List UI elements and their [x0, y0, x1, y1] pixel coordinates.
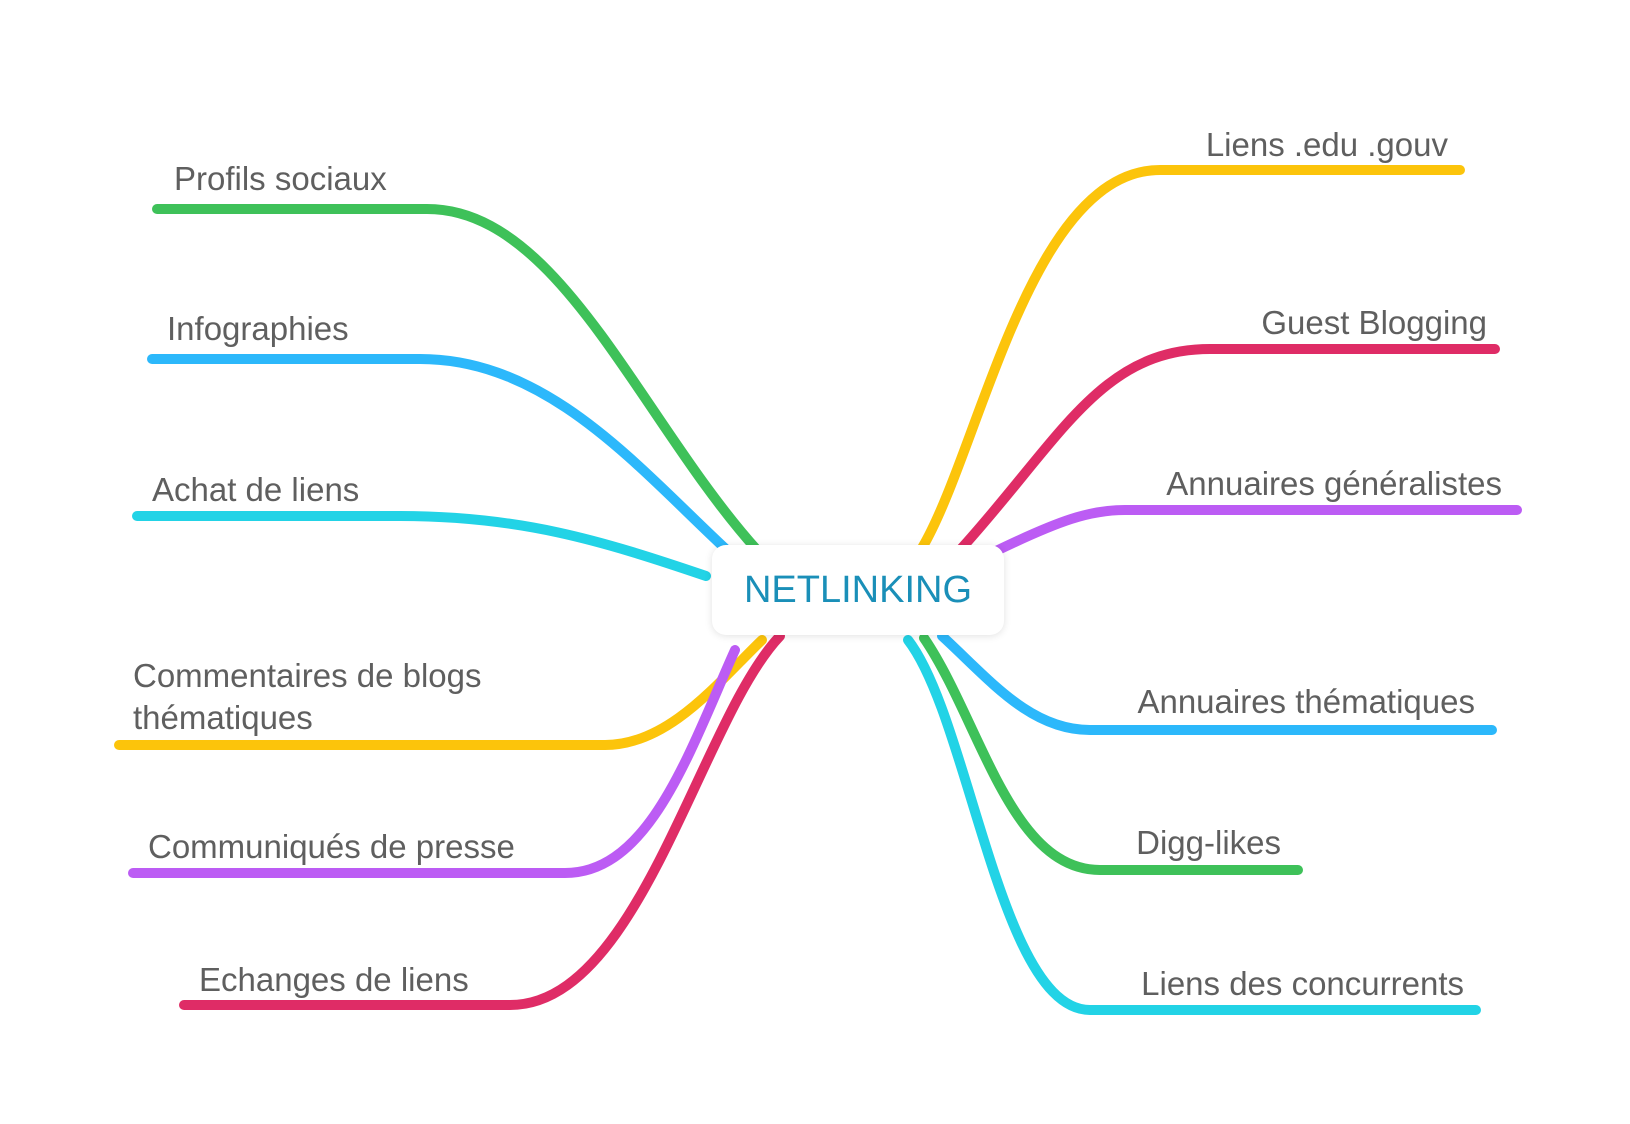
branch-label-annuaires-generalistes[interactable]: Annuaires généralistes: [1166, 465, 1502, 502]
branch-line-right-1: [917, 165, 1465, 553]
branch-label-guest-blogging[interactable]: Guest Blogging: [1261, 304, 1487, 341]
branch-line-right-4: [937, 631, 1497, 735]
branch-label-line-2: thématiques: [133, 698, 313, 736]
branch-line-left-3: [132, 511, 711, 581]
branch-line-right-5: [919, 633, 1303, 875]
branch-label-liens-des-concurrents[interactable]: Liens des concurrents: [1141, 965, 1464, 1002]
branch-label-infographies[interactable]: Infographies: [167, 310, 349, 347]
branch-line-left-2: [147, 354, 735, 558]
branch-line-left-1: [152, 204, 762, 555]
branch-label-liens-edu-gouv[interactable]: Liens .edu .gouv: [1205, 126, 1448, 163]
branch-line-right-3: [989, 505, 1522, 557]
branch-label-annuaires-thematiques[interactable]: Annuaires thématiques: [1137, 683, 1475, 720]
branch-line-right-6: [903, 635, 1481, 1015]
branch-line-left-5: [128, 645, 740, 878]
branch-label-echanges-de-liens[interactable]: Echanges de liens: [199, 961, 469, 998]
branch-line-right-2: [955, 344, 1500, 555]
branch-label-communiques-de-presse[interactable]: Communiqués de presse: [148, 828, 515, 865]
branch-line-left-6: [179, 631, 785, 1010]
branch-line-left-4: [114, 635, 767, 750]
branch-lines: [114, 165, 1522, 1015]
branch-label-achat-de-liens[interactable]: Achat de liens: [152, 471, 360, 508]
branch-label-digg-likes[interactable]: Digg-likes: [1136, 824, 1281, 861]
central-topic-label: NETLINKING: [743, 568, 973, 611]
branch-label-commentaires-de-blogs[interactable]: Commentaires de blogs thématiques: [133, 655, 482, 739]
branch-label-line-1: Commentaires de blogs: [133, 657, 482, 694]
central-topic-node[interactable]: NETLINKING: [712, 545, 1004, 635]
branch-label-profils-sociaux[interactable]: Profils sociaux: [174, 160, 387, 197]
